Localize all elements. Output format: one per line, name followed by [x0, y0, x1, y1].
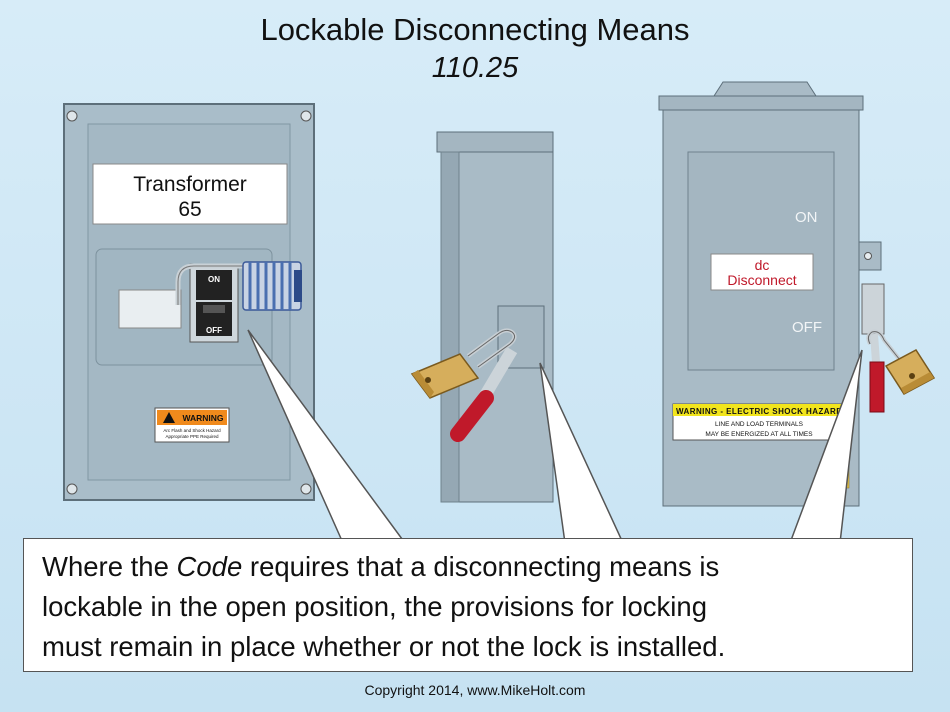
side-view-switch	[410, 131, 554, 503]
page-subtitle: 110.25	[431, 52, 519, 84]
warning-heading: WARNING	[182, 413, 223, 423]
padlock-icon	[175, 261, 302, 311]
transformer-label-line1: Transformer	[133, 173, 247, 196]
breaker-off-label: OFF	[206, 326, 222, 335]
caption-text: requires that a disconnecting means is	[242, 551, 720, 582]
caption-box: Where the Code requires that a disconnec…	[23, 538, 913, 672]
dc-warning-heading: WARNING - ELECTRIC SHOCK HAZARD	[676, 407, 842, 416]
transformer-label-line2: 65	[178, 198, 201, 221]
dc-label-line1: dc	[755, 257, 770, 273]
padlock-icon	[866, 329, 936, 395]
dc-label-line2: Disconnect	[727, 272, 796, 288]
caption-line-3: must remain in place whether or not the …	[42, 631, 726, 662]
padlock-icon	[410, 328, 517, 399]
page-title: Lockable Disconnecting Means	[260, 12, 690, 47]
warning-line2: Appropriate PPE Required	[165, 434, 219, 439]
caption-code-term: Code	[176, 551, 243, 582]
breaker-on-label: ON	[208, 275, 220, 284]
handle-icon	[861, 283, 885, 413]
dc-on-label: ON	[795, 209, 818, 226]
dc-off-label: OFF	[792, 319, 822, 336]
dc-disconnect: dc Disconnect ON OFF WARNING - ELECTRIC …	[658, 81, 936, 507]
copyright: Copyright 2014, www.MikeHolt.com	[364, 682, 586, 698]
transformer-panel: Transformer 65 ON OFF	[63, 103, 315, 501]
caption-line-1: Where the Code requires that a disconnec…	[42, 547, 894, 587]
warning-label: WARNING Arc Flash and Shock Hazard Appro…	[154, 407, 230, 443]
screw-icon	[66, 110, 312, 495]
warning-line1: Arc Flash and Shock Hazard	[163, 428, 221, 433]
hinge-bracket	[858, 241, 882, 271]
caption-line-2: lockable in the open position, the provi…	[42, 591, 707, 622]
breaker-switch: ON OFF	[189, 263, 239, 343]
caption-text: Where the	[42, 551, 177, 582]
callout-pointers	[247, 329, 863, 544]
dc-warning-line1: LINE AND LOAD TERMINALS	[715, 421, 804, 428]
handle-icon	[450, 346, 518, 442]
dc-warning-line2: MAY BE ENERGIZED AT ALL TIMES	[705, 431, 813, 438]
